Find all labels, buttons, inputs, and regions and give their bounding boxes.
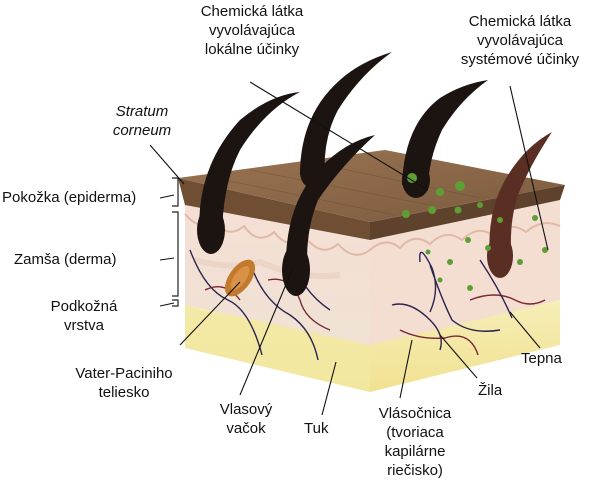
label-dermis: Zamša (derma): [14, 251, 117, 268]
label-line: Vater-Paciniho: [75, 365, 173, 382]
label-local-substance: Chemická látka vyvolávajúca lokálne účin…: [152, 2, 352, 59]
label-line: vačok: [226, 420, 266, 437]
label-line: kapilárne: [384, 443, 446, 460]
label-line: vrstva: [63, 317, 104, 334]
label-pacini: Vater-Paciniho teliesko: [58, 364, 190, 402]
label-line: Vlásočnica: [378, 405, 452, 422]
leader-artery: [509, 311, 541, 349]
hairs: [197, 52, 552, 296]
label-artery: Tepna: [521, 350, 562, 367]
leader-lines: [149, 81, 549, 416]
label-line: riečisko): [387, 462, 443, 479]
dermis-right-face: [369, 200, 561, 345]
hair-5: [489, 132, 552, 265]
label-line: corneum: [112, 122, 172, 139]
label-line: vyvolávajúca: [477, 32, 563, 49]
blood-vessels: [189, 249, 546, 361]
label-systemic-substance: Chemická látka vyvolávajúca systémové úč…: [440, 12, 600, 69]
label-line: systémové účinky: [460, 51, 580, 68]
label-line: Chemická látka: [468, 13, 572, 30]
pacinian-corpuscle: [224, 259, 256, 297]
label-follicle: Vlasový vačok: [210, 400, 282, 438]
leader-systemic: [509, 85, 549, 251]
layer-brackets: [172, 177, 179, 307]
label-line: Chemická látka: [200, 3, 304, 20]
label-fat: Tuk: [304, 420, 329, 437]
dermis-left-face: [184, 205, 371, 345]
label-line: (tvoriaca: [386, 424, 444, 441]
label-subcutis: Podkožná vrstva: [14, 297, 154, 335]
label-line: Stratum: [115, 103, 169, 120]
hair-3: [402, 80, 488, 190]
label-epidermis: Pokožka (epiderma): [2, 189, 137, 206]
leader-vein: [439, 334, 478, 379]
label-line: Vlasový: [219, 401, 273, 418]
label-line: Podkožná: [50, 298, 118, 315]
label-line: teliesko: [98, 384, 150, 401]
leader-local: [249, 81, 429, 191]
leader-fat: [321, 361, 337, 416]
leader-stratum: [149, 144, 185, 185]
label-vein: Žila: [478, 382, 503, 399]
label-stratum-corneum: Stratum corneum: [94, 102, 190, 140]
substance-dots: [402, 173, 548, 291]
leader-follicle: [239, 269, 293, 396]
leader-capillary: [399, 339, 413, 399]
leader-pacini: [179, 281, 241, 346]
label-line: lokálne účinky: [204, 41, 300, 58]
label-capillary: Vlásočnica (tvoriaca kapilárne riečisko): [360, 404, 470, 480]
label-line: vyvolávajúca: [209, 22, 295, 39]
hair-2: [300, 52, 392, 180]
